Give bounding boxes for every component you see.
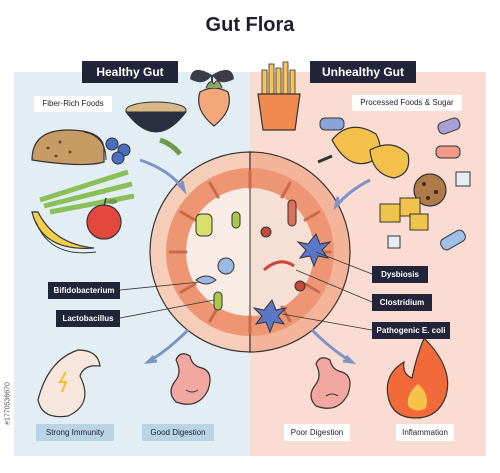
blueberries-icon — [105, 137, 182, 165]
good-bacteria — [195, 211, 241, 311]
healthy-gut-header: Healthy Gut — [82, 61, 178, 83]
fiber-foods-label: Fiber-Rich Foods — [34, 96, 112, 112]
radish-icon — [198, 80, 230, 127]
sick-stomach-icon — [310, 357, 351, 409]
lactobacillus-label: Lactobacillus — [56, 310, 120, 327]
stock-id-watermark: #1770536670 — [4, 382, 12, 425]
candy-icons — [319, 117, 466, 251]
bifidobacterium-label: Bifidobacterium — [48, 282, 120, 299]
crackers-icon — [379, 197, 429, 231]
good-digestion-label: Good Digestion — [142, 424, 214, 441]
chicken-icon — [317, 126, 410, 179]
bicep-icon — [37, 349, 101, 418]
food-to-gut-arrows — [139, 158, 371, 364]
inflammation-label: Inflammation — [396, 424, 454, 441]
strong-immunity-label: Strong Immunity — [36, 424, 114, 441]
happy-stomach-icon — [170, 353, 211, 405]
gut-cross-section — [149, 151, 351, 353]
poor-digestion-label: Poor Digestion — [284, 424, 350, 441]
pathogenic-ecoli-label: Pathogenic E. coli — [372, 322, 450, 339]
grain-bowl-icon — [124, 101, 188, 133]
fries-icon — [257, 61, 301, 131]
asparagus-icon — [39, 169, 135, 215]
leaves-icon — [190, 69, 234, 86]
label-leaders — [119, 251, 373, 331]
processed-foods-label: Processed Foods & Sugar — [352, 95, 462, 111]
apple-icon — [86, 197, 122, 240]
bad-bacteria — [252, 199, 332, 334]
sugar-cubes-icon — [387, 171, 471, 249]
bananas-icon — [31, 211, 97, 254]
clostridium-label: Clostridium — [372, 294, 432, 311]
cookie-icon — [413, 173, 447, 207]
diagram-title: Gut Flora — [205, 14, 295, 36]
bread-icon — [31, 129, 107, 166]
unhealthy-gut-header: Unhealthy Gut — [310, 61, 416, 83]
flame-icon — [386, 336, 449, 419]
dysbiosis-label: Dysbiosis — [372, 266, 428, 283]
